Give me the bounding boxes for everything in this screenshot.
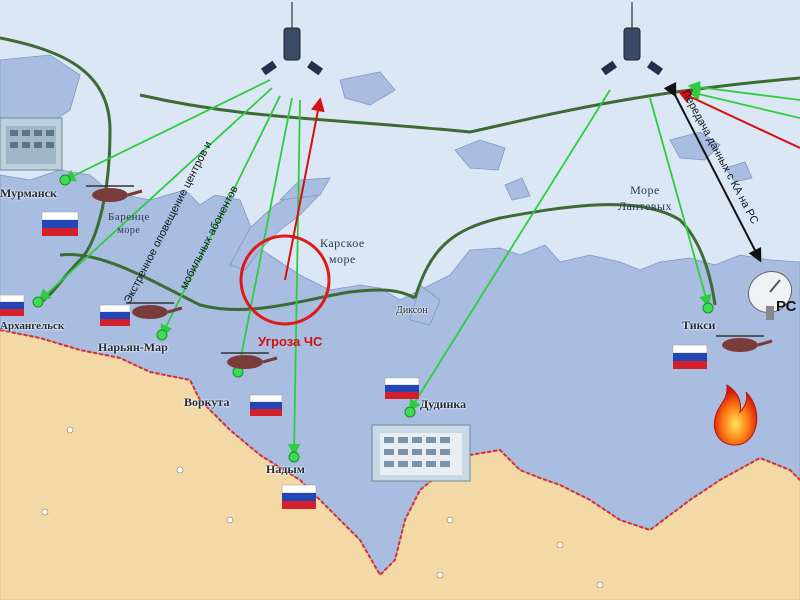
sea-name: Лаптевых [618,199,673,213]
severnaya-zemlya-island [454,139,506,171]
link-to-arkhangelsk [38,87,273,302]
russia-flag-icon [249,394,283,416]
sea-name: Баренце [108,211,150,223]
sea-word: море [328,252,356,266]
sea-word: Море [630,183,660,197]
city-label-nadym: Надым [266,462,305,476]
fire-icon [713,384,758,446]
russia-flag-icon [99,304,131,326]
link-to-nadym [287,99,301,457]
city-label-dudinka: Дудинка [420,397,467,411]
sea-name: Карское [320,236,365,250]
building-icon [371,424,471,482]
sea-word: море [117,225,141,236]
city-dot-icon [404,406,416,418]
franz-josef-land [339,71,396,106]
city-dot-icon [32,296,44,308]
link-to-naryan-mar [160,95,281,338]
satellite-icon [600,2,664,76]
sea-label-laptev: Море Лаптевых [618,182,672,214]
satellite-icon [260,2,324,76]
sea-label-barents: Баренце море [108,210,150,238]
city-dots [32,174,714,463]
city-label-naryan-mar: Нарьян-Мар [98,340,168,354]
city-dot-icon [59,174,71,186]
helicopter-icon [716,335,773,352]
link-to-vorkuta [233,97,293,375]
threat-report-arrow [284,97,325,281]
city-dot-icon [702,302,714,314]
island [504,177,531,201]
threat-zone-circle [239,234,331,326]
russia-flag-icon [384,377,420,399]
russia-flag-icon [41,211,79,236]
building-icon [0,117,63,171]
data-transfer-arrow [663,81,762,263]
city-label-arkhangelsk: Архангельск [0,320,65,332]
settlement-dots [41,426,604,589]
city-dot-icon [288,451,300,463]
city-label-vorkuta: Воркута [184,395,230,409]
link-to-murmansk [62,79,271,182]
threat-label: Угроза ЧС [258,334,323,349]
helicopter-icon [86,185,143,202]
helicopter-icon [221,352,278,369]
russia-flag-icon [281,484,317,509]
dish-antenna-icon [747,270,793,320]
link-to-dudinka [408,89,611,413]
helicopter-icon [126,302,183,319]
russia-flag-icon [672,344,708,369]
city-label-dikson: Диксон [396,305,428,316]
arctic-zone-border [0,329,800,577]
svalbard-island [0,54,81,131]
city-label-tiksi: Тикси [682,318,716,332]
receiving-station-label: РС [776,298,797,315]
city-label-murmansk: Мурманск [0,186,57,200]
island [278,177,331,201]
city-dot-icon [156,329,168,341]
russia-flag-icon [0,294,25,316]
sea-label-kara: Карское море [320,235,365,267]
